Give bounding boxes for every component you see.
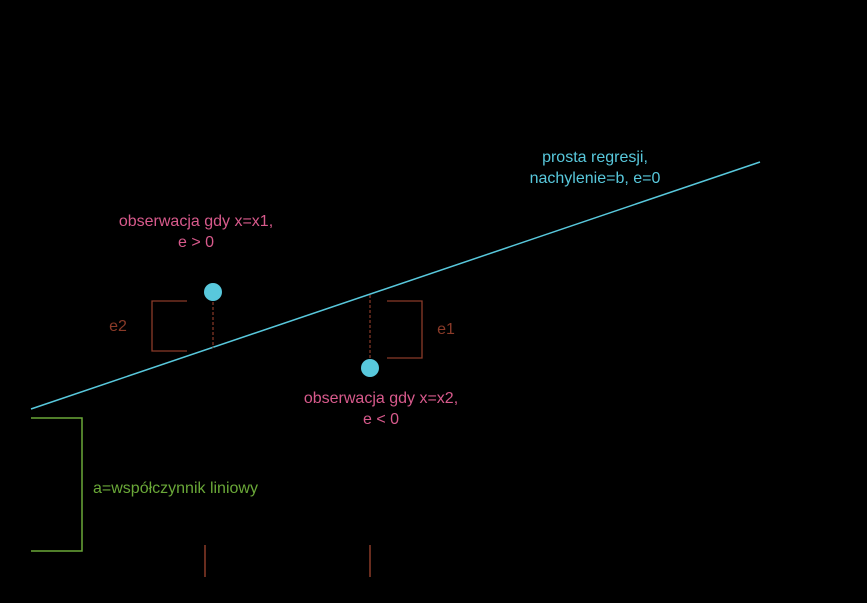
residual-label-e2: e2 [109, 318, 127, 335]
regression-line-label-line2: nachylenie=b, e=0 [529, 170, 661, 187]
regression-line [30, 161, 761, 410]
observation-point-2 [361, 359, 379, 377]
residual-bracket-e2 [151, 300, 187, 352]
regression-line-label-line1: prosta regresji, [542, 149, 648, 166]
observation-1-label-line2: e > 0 [177, 234, 215, 251]
observation-2-label: obserwacja gdy x=x2, e < 0 [280, 388, 482, 430]
observation-2-label-line2: e < 0 [362, 411, 400, 428]
observation-1-label: obserwacja gdy x=x1, e > 0 [96, 211, 296, 253]
observation-2-label-line1: obserwacja gdy x=x2, [303, 390, 459, 407]
intercept-bracket [31, 417, 83, 552]
residual-label-e1: e1 [437, 321, 455, 338]
intercept-label: a=współczynnik liniowy [93, 480, 258, 497]
residual-bracket-e1 [387, 300, 423, 359]
observation-1-label-line1: obserwacja gdy x=x1, [118, 213, 274, 230]
observation-point-1 [204, 283, 222, 301]
regression-line-label: prosta regresji, nachylenie=b, e=0 [500, 147, 690, 189]
